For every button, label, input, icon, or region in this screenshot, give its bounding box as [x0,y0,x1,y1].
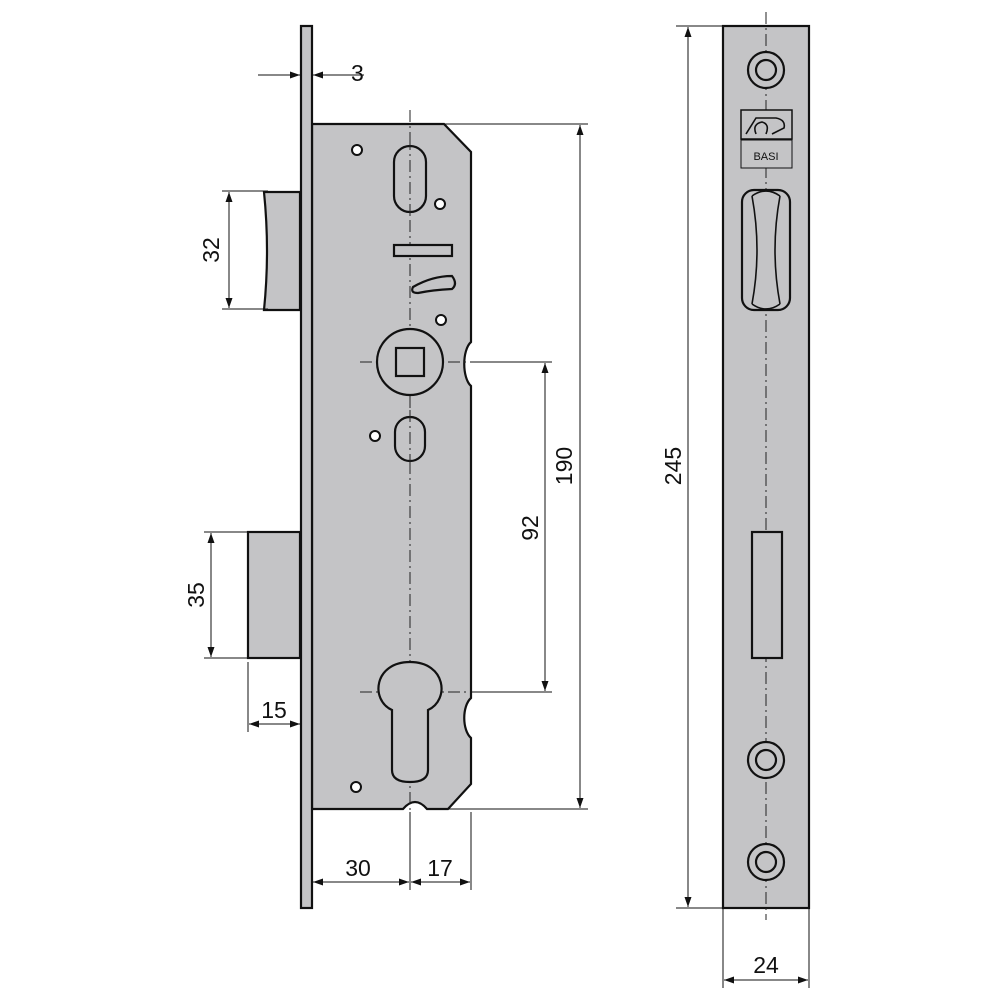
screw-hole-3 [435,314,447,326]
deadbolt [246,530,302,660]
screw-hole-4 [369,430,381,442]
latch-bolt-front [751,190,781,310]
dim-faceplate-thickness: 3 [351,60,364,86]
lock-case [310,122,473,811]
dim-distance-center: 92 [517,515,543,541]
logo-emblem [745,117,786,135]
front-view-dimensions: 245 24 [660,25,810,988]
dim-faceplate-width: 24 [753,952,779,978]
screw-hole-1 [351,144,363,156]
dim-backset: 30 [345,855,371,881]
dim-case-height: 190 [551,447,577,485]
screw-hole-2 [434,198,446,210]
horizontal-cutout [392,243,454,258]
screw-top-inner [754,58,778,82]
latch-bolt [262,190,302,312]
dim-latch-height: 32 [198,237,224,263]
dim-deadbolt-throw: 15 [261,697,287,723]
dim-faceplate-height: 245 [660,447,686,485]
lock-side-view [246,24,473,910]
logo-text: BASI [753,151,778,163]
cylinder-hole [377,660,443,784]
deadbolt-opening [750,530,784,660]
faceplate-front-view: BASI [721,12,811,920]
curved-slot [411,274,457,295]
side-view-dimensions: 3 32 35 15 30 17 92 190 [183,60,588,890]
screw-middle-inner [754,748,778,772]
basi-logo: BASI [740,109,793,169]
logo-text-box [740,139,793,169]
dim-deadbolt-height: 35 [183,582,209,608]
dim-case-depth: 17 [427,855,453,881]
screw-hole-5 [350,781,362,793]
screw-bottom-inner [754,850,778,874]
faceplate-side [299,24,314,910]
follower-square [394,346,426,378]
latch-opening [740,188,792,312]
